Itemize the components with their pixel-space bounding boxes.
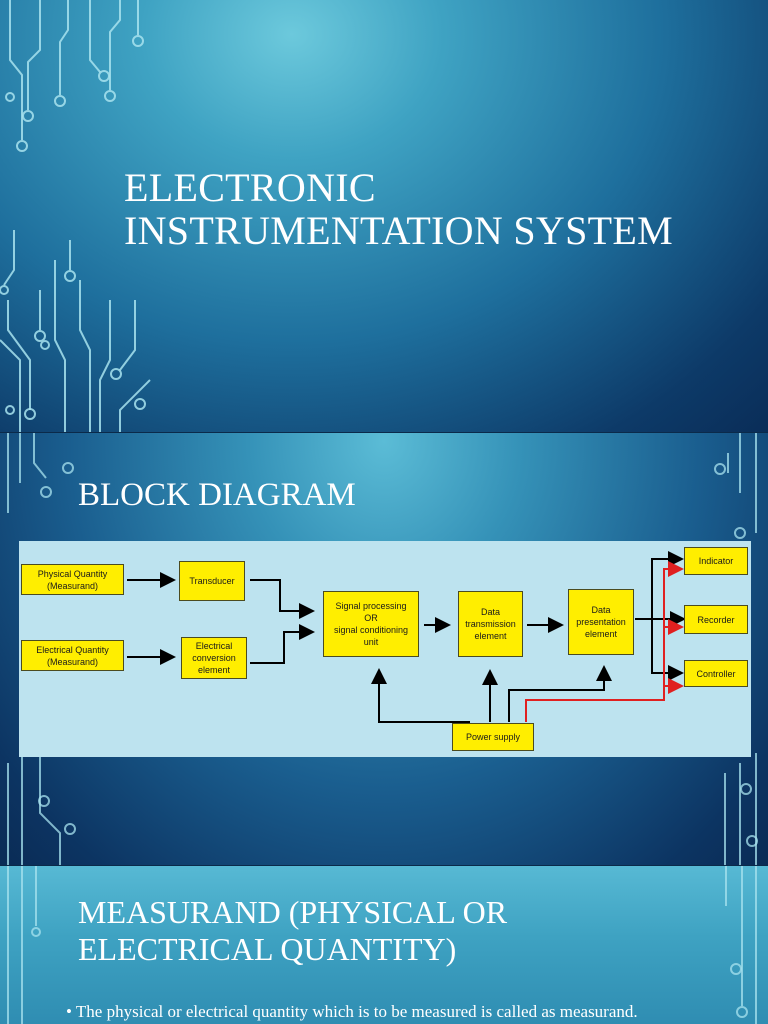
controller-block: Controller — [684, 660, 748, 687]
data-transmission-block: Data transmission element — [458, 591, 523, 657]
circuit-decoration-edges — [7, 866, 757, 1024]
power-supply-block: Power supply — [452, 723, 534, 751]
recorder-block: Recorder — [684, 605, 748, 634]
slide-3: MEASURAND (PHYSICAL OR ELECTRICAL QUANTI… — [0, 866, 768, 1024]
block-diagram: Physical Quantity (Measurand) Electrical… — [19, 541, 751, 757]
physical-quantity-block: Physical Quantity (Measurand) — [21, 564, 124, 595]
circuit-decoration-edges — [7, 433, 758, 865]
circuit-decoration-left — [0, 0, 151, 432]
transducer-block: Transducer — [179, 561, 245, 601]
slide-title: ELECTRONIC INSTRUMENTATION SYSTEM — [124, 165, 673, 253]
diagram-connectors — [127, 551, 686, 723]
electrical-conversion-block: Electrical conversion element — [181, 637, 247, 679]
slide-1: ELECTRONIC INSTRUMENTATION SYSTEM — [0, 0, 768, 432]
data-presentation-block: Data presentation element — [568, 589, 634, 655]
bullet-text: • The physical or electrical quantity wh… — [66, 1002, 638, 1021]
signal-processing-block: Signal processing OR signal conditioning… — [323, 591, 419, 657]
indicator-block: Indicator — [684, 547, 748, 575]
slide-title: BLOCK DIAGRAM — [78, 477, 356, 513]
electrical-quantity-block: Electrical Quantity (Measurand) — [21, 640, 124, 671]
slide-title: MEASURAND (PHYSICAL OR ELECTRICAL QUANTI… — [78, 894, 508, 967]
